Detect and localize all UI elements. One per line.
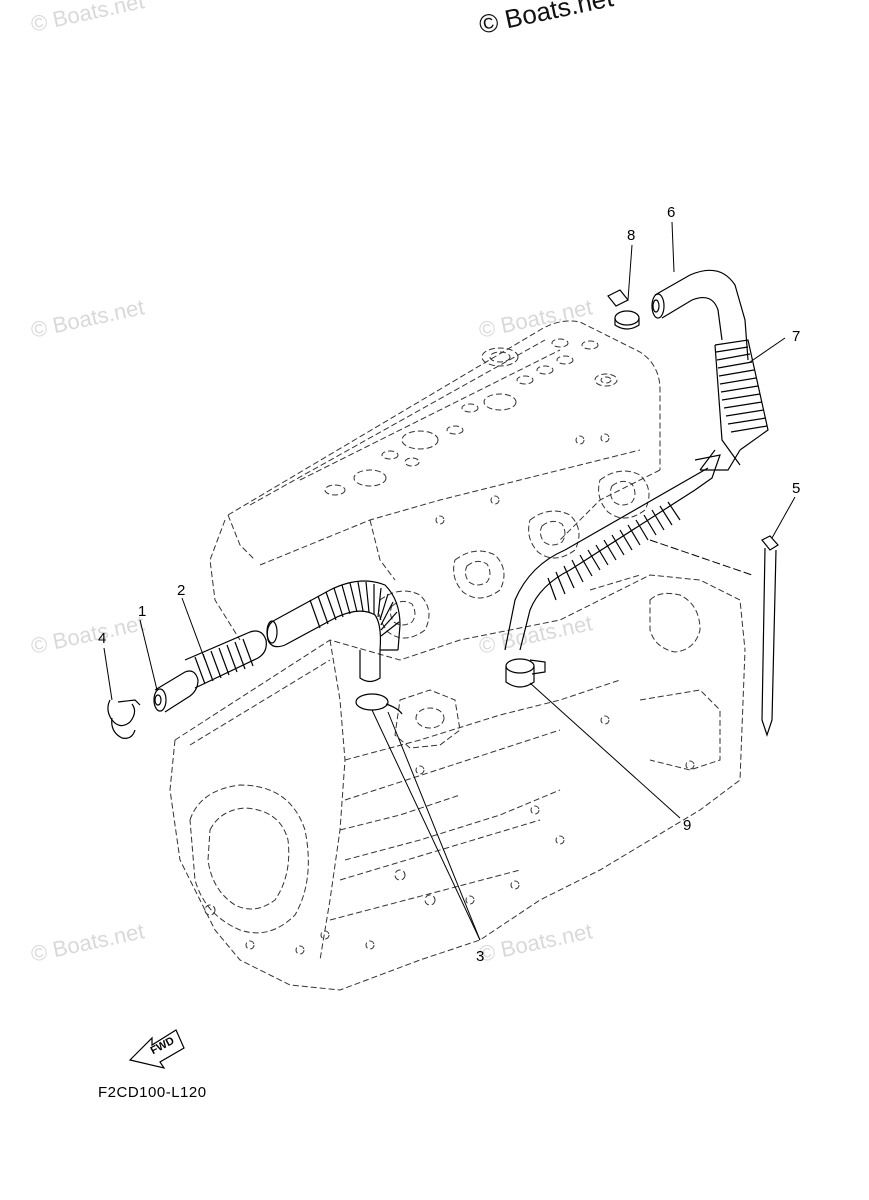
callout-3: 3: [476, 948, 485, 965]
callout-1: 1: [138, 603, 147, 620]
callout-4: 4: [98, 630, 107, 647]
fwd-arrow-icon: [128, 1029, 185, 1069]
callout-8: 8: [627, 227, 636, 244]
diagram-code: F2CD100-L120: [98, 1084, 207, 1101]
callout-2: 2: [177, 582, 186, 599]
callout-7: 7: [792, 328, 801, 345]
callout-6: 6: [667, 204, 676, 221]
leader-lines: [103, 221, 796, 941]
engine-block-outline: [169, 320, 746, 991]
breather-hose-right: [355, 269, 779, 737]
breather-hose-left: [107, 580, 401, 739]
callout-9: 9: [683, 817, 692, 834]
callout-5: 5: [792, 480, 801, 497]
